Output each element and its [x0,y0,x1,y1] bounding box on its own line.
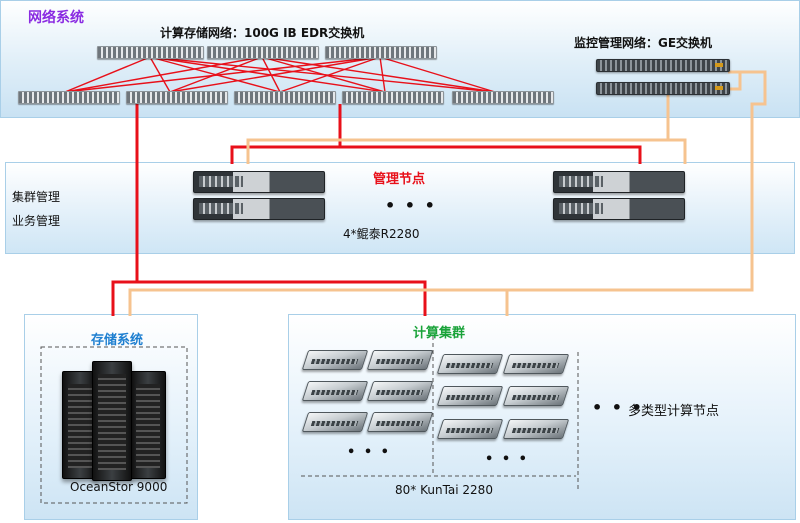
compute-cluster-title: 计算集群 [413,326,466,341]
compute-model-label: 80* KunTai 2280 [395,483,493,497]
compute-node [366,412,434,432]
ib-links [111,104,642,316]
ib-spine-switch [97,46,204,59]
compute-ellipsis-left: • • • [347,445,391,460]
storage-rack [130,371,166,479]
compute-node [502,354,570,374]
management-server [553,171,685,193]
ge-switch [596,59,730,72]
compute-dashed-guides [301,336,579,491]
ib-spine-switch [325,46,437,59]
compute-node [436,386,504,406]
compute-node [436,354,504,374]
compute-storage-network-label: 计算存储网络：100G IB EDR交换机 [160,26,365,40]
compute-node [366,381,434,401]
compute-node [301,381,369,401]
ib-spine-switch [207,46,319,59]
cluster-management-label: 集群管理 [12,190,61,204]
compute-node [301,350,369,370]
storage-system-title: 存储系统 [91,333,144,348]
compute-node [502,386,570,406]
compute-side-ellipsis: • • • [592,398,644,417]
storage-rack [92,361,132,481]
compute-node [366,350,434,370]
ib-leaf-switch [452,91,554,104]
ib-leaf-switch [342,91,444,104]
business-management-label: 业务管理 [12,214,61,228]
ib-leaf-switch [18,91,120,104]
storage-dashed-border [40,346,188,504]
ib-leaf-switch [126,91,228,104]
management-node-model: 4*鲲泰R2280 [343,227,420,241]
monitor-network-label: 监控管理网络：GE交换机 [574,36,713,50]
network-system-title: 网络系统 [28,10,84,26]
compute-ellipsis-right: • • • [485,452,529,467]
management-node-title: 管理节点 [373,172,426,187]
management-server [193,198,325,220]
management-server [553,198,685,220]
compute-node [436,419,504,439]
management-server [193,171,325,193]
ib-switch-mesh [64,56,496,93]
ib-leaf-switch [234,91,336,104]
ge-links [128,70,767,316]
management-ellipsis: • • • [385,196,437,215]
storage-model-label: OceanStor 9000 [70,480,168,494]
ge-switch [596,82,730,95]
compute-node [502,419,570,439]
compute-side-label: 多类型计算节点 [628,404,720,419]
compute-node [301,412,369,432]
